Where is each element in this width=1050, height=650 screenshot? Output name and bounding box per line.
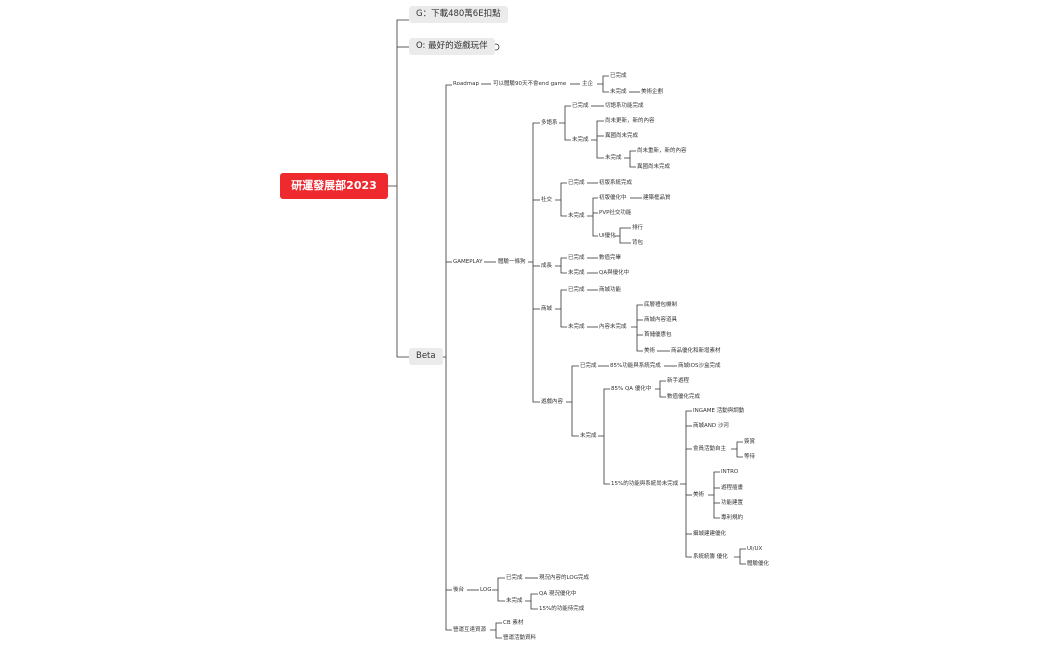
node-multilang[interactable]: 多語系 (541, 120, 558, 126)
node-content-r4[interactable]: 美術 (693, 492, 705, 498)
node-social-undone[interactable]: 未完成 (568, 213, 585, 219)
node-growth-undone[interactable]: 未完成 (568, 270, 585, 276)
node-growth-done[interactable]: 已完成 (568, 255, 585, 261)
node-content-qa[interactable]: 85% QA 優化中 (611, 386, 652, 392)
node-multilang-u3[interactable]: 未完成 (605, 155, 622, 161)
node-ops[interactable]: 營運互達資源 (453, 627, 487, 633)
root-node[interactable]: 研運發展部2023 (280, 173, 388, 199)
node-content-undone[interactable]: 未完成 (580, 433, 597, 439)
node-backend-done[interactable]: 已完成 (506, 575, 523, 581)
node-shop-u1b[interactable]: 商城內容道具 (644, 317, 678, 323)
node-content-rest[interactable]: 15%的功能與系統尚未完成 (611, 481, 679, 487)
node-social[interactable]: 社交 (541, 197, 553, 203)
node-content-r4c[interactable]: 功能建置 (721, 500, 744, 506)
node-shop[interactable]: 商城 (541, 306, 553, 312)
node-beta[interactable]: Beta (409, 348, 443, 365)
node-shop-u1a[interactable]: 底層禮包機制 (644, 302, 678, 308)
node-shop-u1d[interactable]: 美術 (644, 348, 656, 354)
node-content-qa2[interactable]: 數值優化完成 (667, 394, 701, 400)
node-backend-undone[interactable]: 未完成 (506, 598, 523, 604)
node-content-r5[interactable]: 攝城建建優化 (693, 531, 727, 537)
node-social-u1[interactable]: 初版優化中 (599, 195, 627, 201)
node-social-u2[interactable]: PVP社交功能 (599, 210, 632, 216)
node-multilang-u2[interactable]: 異國尚未完成 (605, 133, 639, 139)
node-content-done-child2[interactable]: 商城IOS沙盒完成 (678, 363, 721, 369)
node-shop-done[interactable]: 已完成 (568, 287, 585, 293)
node-social-u3[interactable]: UI優化 (599, 233, 616, 239)
node-shop-undone[interactable]: 未完成 (568, 324, 585, 330)
node-content-r6a[interactable]: UI/UX (747, 546, 763, 552)
node-content-done[interactable]: 已完成 (580, 363, 597, 369)
node-content-r3[interactable]: 會員活動自主 (693, 446, 727, 452)
node-social-done[interactable]: 已完成 (568, 180, 585, 186)
node-shop-u1d1[interactable]: 商品優化和新增素材 (671, 348, 721, 354)
node-multilang-u3a[interactable]: 尚未重新，新的內容 (637, 148, 687, 154)
node-backend-log[interactable]: LOG (480, 587, 492, 593)
node-ops-c1[interactable]: CB 素材 (503, 620, 524, 626)
node-content-r1[interactable]: INGAME 活動與調動 (693, 408, 745, 414)
node-multilang-u1[interactable]: 尚未更新，新的內容 (605, 118, 655, 124)
node-multilang-done-child[interactable]: 切語系功能完成 (605, 103, 644, 109)
node-backend-done-child[interactable]: 現況內容的LOG完成 (539, 575, 589, 581)
node-social-u1a[interactable]: 建築框品質 (643, 195, 671, 201)
node-content-r3b[interactable]: 等待 (744, 454, 756, 460)
node-gameplay[interactable]: GAMEPLAY (453, 259, 483, 265)
node-content-r3a[interactable]: 簽賞 (744, 439, 756, 445)
node-backend-u1[interactable]: QA 現況優化中 (539, 591, 577, 597)
node-roadmap-done[interactable]: 已完成 (610, 73, 627, 79)
node-multilang-undone[interactable]: 未完成 (572, 137, 589, 143)
node-ops-c2[interactable]: 營運活動資料 (503, 635, 537, 641)
node-content-r2[interactable]: 商城AND 沙河 (693, 423, 729, 429)
node-roadmap-undone[interactable]: 未完成 (610, 89, 627, 95)
node-growth-done-child[interactable]: 數值完畢 (599, 255, 622, 261)
node-content[interactable]: 遊戲內容 (541, 399, 564, 405)
node-roadmap[interactable]: Roadmap (453, 81, 480, 87)
node-content-r4b[interactable]: 遊程插畫 (721, 485, 744, 491)
node-content-r6b[interactable]: 體驗優化 (747, 561, 770, 567)
node-social-u3a[interactable]: 排行 (632, 225, 644, 231)
node-social-u3b[interactable]: 背包 (632, 240, 644, 246)
node-content-done-child[interactable]: 85%功能與系統完成 (610, 363, 661, 369)
node-shop-u1[interactable]: 內容未完成 (599, 324, 627, 330)
node-backend[interactable]: 後台 (453, 587, 465, 593)
node-growth[interactable]: 成長 (541, 263, 553, 269)
node-roadmap-art-plan[interactable]: 美術企劃 (641, 89, 664, 95)
node-multilang-u3b[interactable]: 異國尚未完成 (637, 164, 671, 170)
node-o-objective[interactable]: O: 最好的遊戲玩伴 (409, 38, 495, 55)
node-backend-u2[interactable]: 15%的功能待完成 (539, 606, 585, 612)
node-gameplay-experience[interactable]: 體驗一條狗 (498, 259, 526, 265)
node-g-goal[interactable]: G：下載480萬6E扣點 (409, 6, 508, 23)
node-content-r4d[interactable]: 專利規約 (721, 515, 744, 521)
node-shop-u1c[interactable]: 首儲優惠包 (644, 332, 672, 338)
node-content-qa1[interactable]: 新手遊程 (667, 378, 690, 384)
node-content-r4a[interactable]: INTRO (721, 469, 739, 475)
node-content-r6[interactable]: 系統統籌 優化 (693, 554, 728, 560)
node-social-done-child[interactable]: 初版系統完成 (599, 180, 633, 186)
node-roadmap-main[interactable]: 主企 (582, 81, 594, 87)
node-shop-done-child[interactable]: 商城功能 (599, 287, 622, 293)
node-multilang-done[interactable]: 已完成 (572, 103, 589, 109)
node-roadmap-90days[interactable]: 可以體驗90天不會end game (493, 81, 567, 87)
node-growth-undone-child[interactable]: QA與優化中 (599, 270, 630, 276)
